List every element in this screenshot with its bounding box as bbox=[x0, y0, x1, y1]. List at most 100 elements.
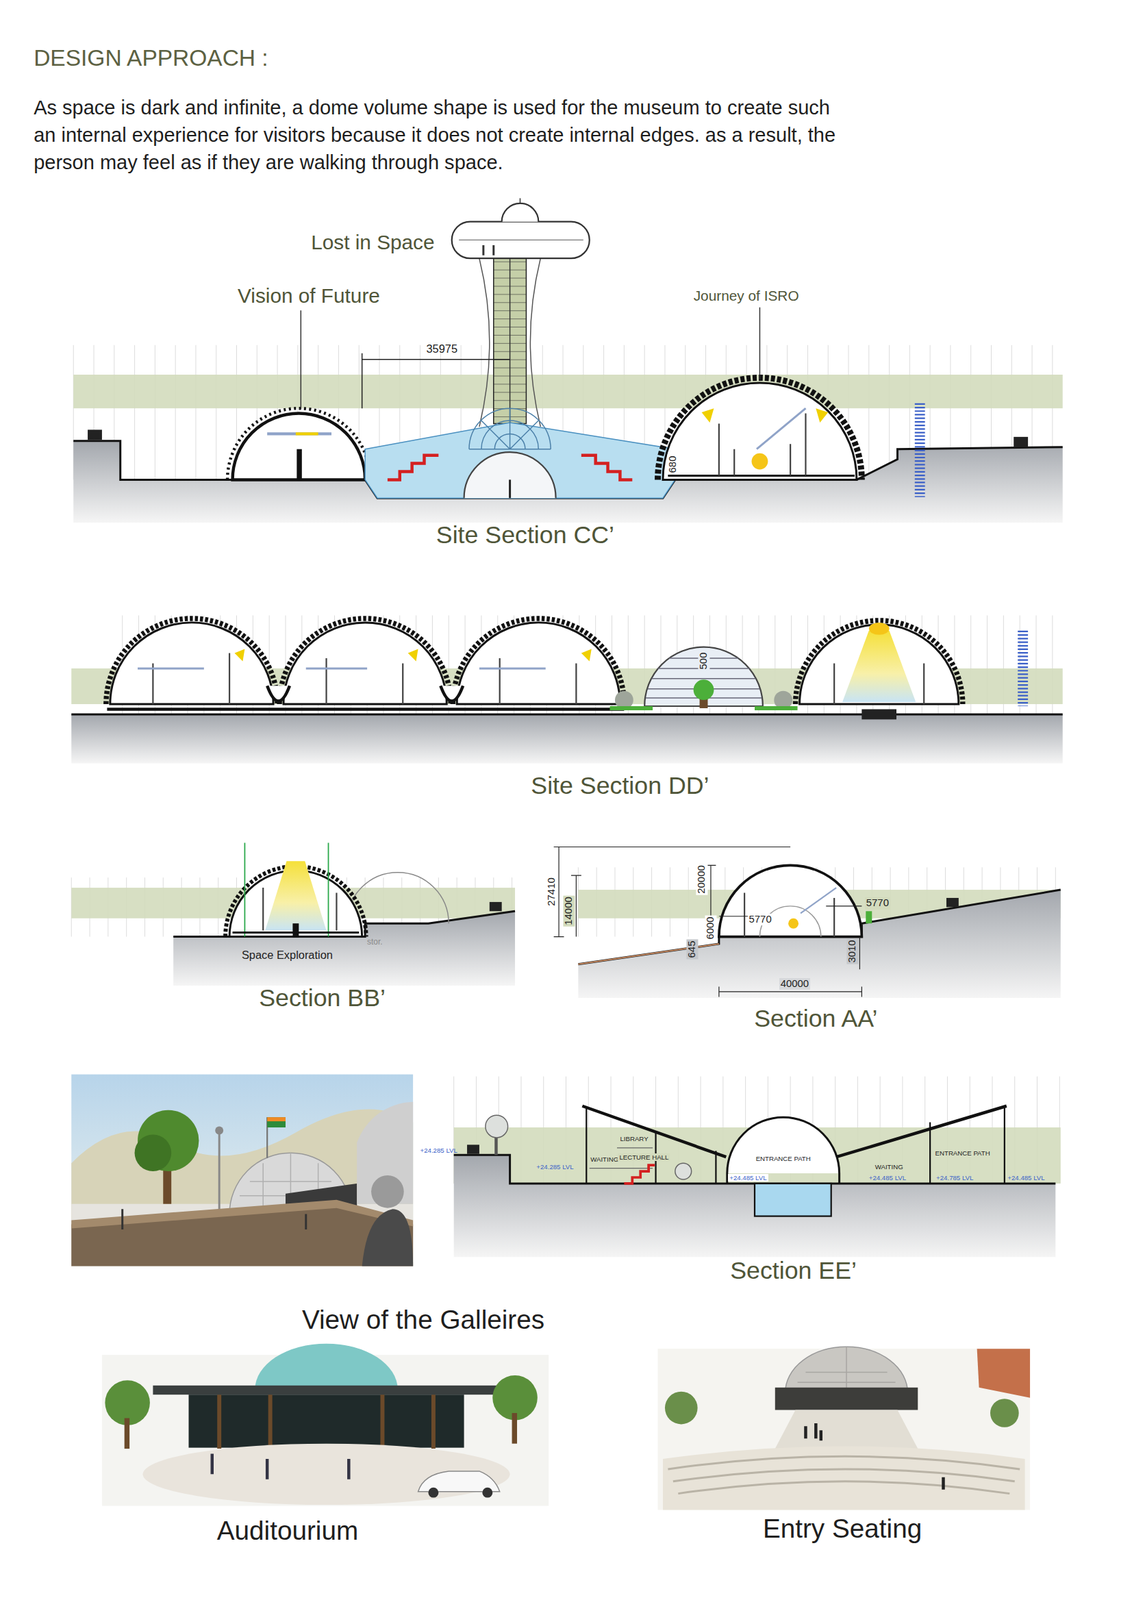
auditorium-render bbox=[124, 1417, 130, 1449]
section-ee bbox=[467, 1144, 480, 1154]
dimension: 35975 bbox=[425, 342, 458, 356]
site-section-cc bbox=[227, 408, 370, 480]
level-label: +24.285 LVL bbox=[420, 1146, 458, 1154]
auditorium-render bbox=[512, 1412, 518, 1444]
section-ee bbox=[454, 1105, 1061, 1257]
gallery-render bbox=[267, 1116, 286, 1122]
dimension: 27410 bbox=[545, 875, 558, 907]
site-section-dd bbox=[110, 622, 621, 704]
section-title: Site Section CC’ bbox=[436, 521, 615, 550]
auditorium-render bbox=[102, 1343, 549, 1506]
site-section-cc bbox=[73, 197, 1063, 523]
entry-seating-render bbox=[662, 1445, 1026, 1510]
section-aa bbox=[788, 918, 799, 929]
site-section-dd bbox=[234, 649, 246, 662]
entry-seating-render bbox=[775, 1410, 918, 1450]
section-ee bbox=[623, 1164, 655, 1184]
auditorium-render bbox=[428, 1487, 439, 1498]
dimension: 680 bbox=[667, 454, 679, 474]
room-label: WAITING bbox=[590, 1155, 619, 1163]
section-aa bbox=[554, 847, 1061, 998]
dimension: 6000 bbox=[704, 915, 717, 941]
section-aa bbox=[946, 897, 959, 907]
grid-lines bbox=[888, 345, 890, 481]
section-title: Section BB’ bbox=[258, 984, 386, 1013]
site-section-dd bbox=[1017, 630, 1028, 707]
site-section-dd bbox=[610, 706, 798, 711]
gallery-render bbox=[71, 1074, 413, 1267]
site-section-cc bbox=[508, 479, 511, 498]
site-section-dd bbox=[408, 649, 419, 662]
site-section-cc bbox=[530, 258, 541, 427]
grid-lines bbox=[215, 345, 217, 481]
dimension: 3010 bbox=[846, 938, 859, 965]
dimension: 40000 bbox=[779, 977, 811, 990]
section-bb bbox=[489, 901, 502, 911]
room-label: LIBRARY bbox=[619, 1134, 648, 1143]
section-ee bbox=[727, 1173, 840, 1184]
section-ee bbox=[586, 1106, 716, 1184]
level-label: +24.485 LVL bbox=[869, 1173, 907, 1182]
auditorium-render bbox=[142, 1443, 510, 1505]
site-section-cc bbox=[300, 310, 302, 409]
design-statement: As space is dark and infinite, a dome vo… bbox=[33, 93, 850, 176]
zone-label: Journey of ISRO bbox=[693, 287, 800, 305]
site-section-cc bbox=[458, 239, 584, 241]
room-label: ENTRANCE PATH bbox=[756, 1154, 811, 1163]
entry-seating-render bbox=[797, 1346, 896, 1393]
section-aa bbox=[719, 906, 862, 917]
grid-lines bbox=[175, 345, 176, 481]
section-bb bbox=[232, 931, 360, 934]
site-section-cc bbox=[815, 408, 828, 423]
section-ee bbox=[675, 1162, 692, 1180]
level-label: +24.285 LVL bbox=[536, 1162, 574, 1171]
auditorium-render bbox=[212, 1453, 350, 1480]
entry-seating-render bbox=[664, 1391, 698, 1425]
site-section-cc bbox=[387, 455, 439, 481]
room-label: LECTURE HALL bbox=[617, 1153, 670, 1161]
section-bb bbox=[244, 843, 329, 937]
site-section-cc bbox=[519, 197, 521, 203]
entry-seating-render bbox=[775, 1387, 918, 1411]
section-title: Section EE’ bbox=[730, 1256, 857, 1285]
section-bb bbox=[262, 887, 337, 931]
section-bb bbox=[265, 860, 326, 930]
gallery-render bbox=[215, 1126, 224, 1135]
site-section-dd bbox=[71, 712, 1063, 715]
site-section-cc bbox=[267, 432, 332, 435]
section-aa bbox=[719, 936, 862, 998]
site-section-cc bbox=[701, 408, 715, 423]
grid-lines bbox=[868, 345, 870, 481]
site-section-cc bbox=[493, 258, 527, 424]
site-section-dd bbox=[834, 662, 924, 704]
zone-label: Lost in Space bbox=[310, 230, 435, 255]
auditorium-render bbox=[482, 1487, 493, 1498]
entry-seating-render bbox=[785, 1346, 909, 1393]
section-title: Section AA’ bbox=[753, 1004, 878, 1033]
page-title: DESIGN APPROACH : bbox=[33, 45, 269, 72]
site-section-cc bbox=[756, 408, 806, 450]
section-ee bbox=[754, 1183, 832, 1217]
level-label: +24.485 LVL bbox=[1007, 1173, 1045, 1182]
entry-seating-render bbox=[658, 1346, 1031, 1510]
site-section-cc bbox=[1013, 436, 1028, 448]
gallery-render bbox=[122, 1208, 307, 1230]
dimension: 500 bbox=[697, 651, 710, 672]
site-section-cc bbox=[501, 203, 539, 222]
site-section-cc bbox=[295, 432, 319, 435]
site-section-dd bbox=[644, 647, 763, 707]
section-ee bbox=[582, 1105, 726, 1157]
site-section-cc bbox=[451, 221, 590, 259]
site-section-dd bbox=[693, 679, 715, 700]
section-ee bbox=[929, 1108, 1005, 1184]
site-section-dd bbox=[106, 707, 624, 711]
site-section-cc bbox=[751, 453, 769, 470]
render-caption: Auditourium bbox=[217, 1515, 359, 1547]
site-section-cc bbox=[914, 403, 926, 498]
section-aa bbox=[800, 887, 837, 913]
site-section-cc bbox=[667, 474, 855, 477]
site-section-cc bbox=[365, 422, 676, 498]
section-ee bbox=[836, 1105, 1007, 1157]
room-label: stor. bbox=[367, 937, 383, 948]
grid-lines bbox=[154, 345, 156, 481]
